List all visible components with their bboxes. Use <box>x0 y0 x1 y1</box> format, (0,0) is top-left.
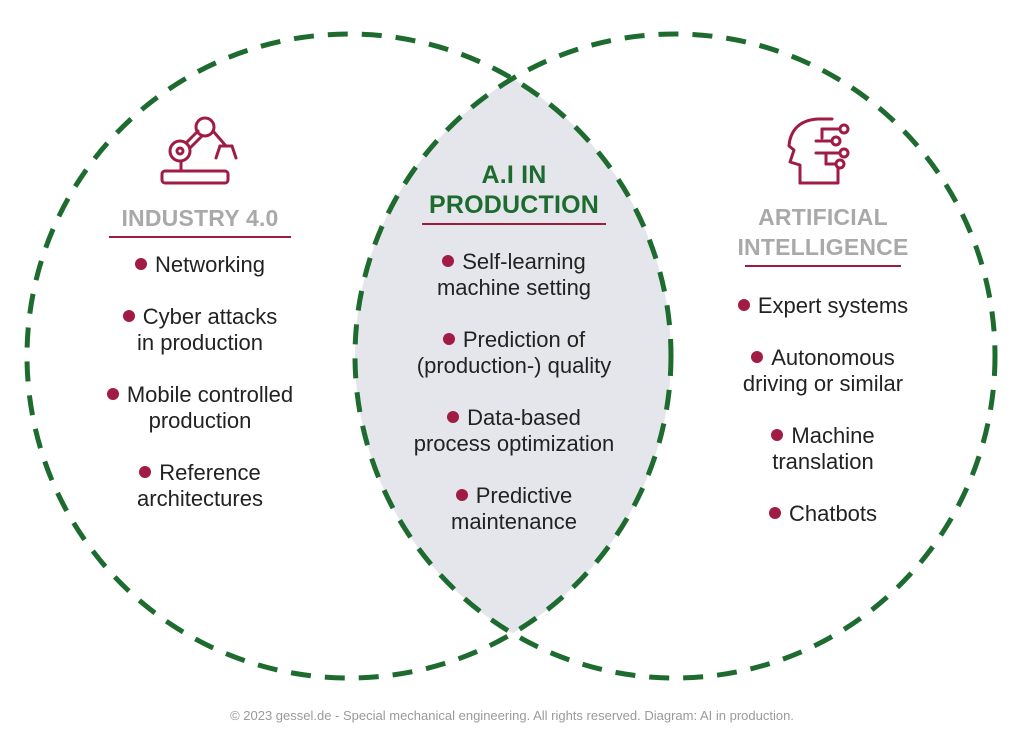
ai-head-icon <box>787 117 850 185</box>
industry-items: Networking Cyber attacks in production M… <box>60 252 340 512</box>
bullet-dot <box>134 258 147 270</box>
list-item: Cyber attacks in production <box>60 304 340 356</box>
list-item: Expert systems <box>682 293 964 319</box>
list-item: Data-based process optimization <box>413 405 615 456</box>
list-item: Machine translation <box>771 423 875 474</box>
bullet-dot <box>139 466 152 478</box>
list-item: Chatbots <box>682 501 964 527</box>
list-item: Mobile controlled production <box>60 382 340 434</box>
left-circle <box>24 31 674 681</box>
ai-production-heading-rule <box>422 223 606 225</box>
industry-heading: INDUSTRY 4.0 <box>121 205 279 231</box>
bullet-dot <box>122 310 135 322</box>
industry-column: INDUSTRY 4.0 Networking Cyber attacks in… <box>60 203 340 538</box>
bullet-dot <box>751 351 764 363</box>
bullet-dot <box>442 333 455 345</box>
ai-production-items: Self-learning machine setting Prediction… <box>374 249 654 535</box>
list-item: Autonomous driving or similar <box>742 345 904 396</box>
bullet-dot <box>455 489 468 501</box>
list-item: Prediction of (production-) quality <box>416 327 612 378</box>
list-item: Networking <box>60 252 340 278</box>
bullet-dot <box>768 507 781 519</box>
copyright-footer: © 2023 gessel.de - Special mechanical en… <box>230 708 794 723</box>
list-item: Predictive maintenance <box>451 483 577 534</box>
right-circle <box>352 31 998 681</box>
bullet-dot <box>442 255 455 267</box>
list-item: Self-learning machine setting <box>436 249 592 300</box>
artificial-intelligence-heading: ARTIFICIAL INTELLIGENCE <box>737 204 909 260</box>
bullet-dot <box>771 429 784 441</box>
artificial-intelligence-items: Expert systems Autonomous driving or sim… <box>682 293 964 527</box>
list-item: Reference architectures <box>137 460 263 511</box>
ai-production-column: A.I IN PRODUCTION Self-learning machine … <box>374 160 654 561</box>
industry-heading-rule <box>109 236 291 238</box>
bullet-dot <box>447 411 460 423</box>
artificial-intelligence-heading-rule <box>745 265 901 267</box>
robot-arm-icon <box>160 116 238 185</box>
bullet-dot <box>106 388 119 400</box>
artificial-intelligence-column: ARTIFICIAL INTELLIGENCE Expert systems A… <box>682 202 964 553</box>
bullet-dot <box>737 299 750 311</box>
intersection-fill <box>355 34 671 678</box>
ai-production-heading: A.I IN PRODUCTION <box>428 161 600 219</box>
